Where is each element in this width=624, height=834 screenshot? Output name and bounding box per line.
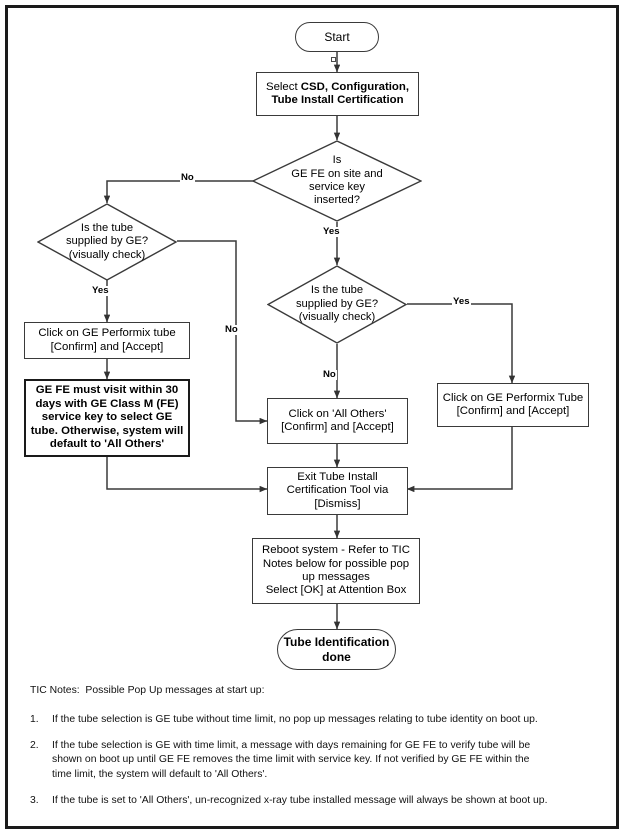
node-ge-fe-warning: GE FE must visit within 30 days with GE …	[24, 379, 190, 457]
decision-fe-line3: service key	[309, 181, 365, 193]
stray-square-marker	[331, 57, 336, 62]
decision-shape	[252, 140, 422, 222]
click-all-others-line1: Click on 'All Others'	[288, 407, 387, 420]
tic-note-body: If the tube selection is GE with time li…	[52, 739, 596, 783]
tic-note-line: time limit, the system will default to '…	[52, 769, 268, 781]
click-performix-left-line1: Click on GE Performix tube	[38, 327, 176, 340]
tic-note-line: shown on boot up until GE FE removes the…	[52, 754, 530, 766]
node-decision-tube-right: Is the tube supplied by GE? (visually ch…	[267, 265, 407, 344]
decision-shape	[37, 203, 177, 281]
tic-note-item: 2. If the tube selection is GE with time…	[30, 739, 596, 783]
tic-note-line: If the tube selection is GE with time li…	[52, 739, 531, 751]
edge-label-right-no: No	[322, 369, 337, 380]
decision-right-line1: Is the tube	[310, 284, 364, 297]
tic-note-item: 1. If the tube selection is GE tube with…	[30, 713, 596, 728]
done-line2: done	[322, 649, 351, 664]
decision-left-line3: (visually check)	[68, 248, 146, 261]
decision-tube-left-text: Is the tube supplied by GE? (visually ch…	[37, 203, 177, 281]
reboot-line4: Select [OK] at Attention Box	[265, 584, 407, 597]
tic-note-line: If the tube selection is GE tube without…	[52, 713, 538, 725]
tic-note-item: 3. If the tube is set to 'All Others', u…	[30, 794, 596, 809]
click-performix-right-line2: [Confirm] and [Accept]	[456, 405, 570, 417]
edge-label-left-no: No	[224, 324, 239, 335]
node-select-csd-line2: Tube Install Certification	[271, 94, 403, 107]
node-click-performix-left: Click on GE Performix tube [Confirm] and…	[24, 322, 190, 359]
decision-left-line1: Is the tube	[80, 221, 134, 234]
node-decision-ge-fe-onsite: Is GE FE on site and service key inserte…	[252, 140, 422, 222]
decision-fe-line2: GE FE on site and	[291, 167, 383, 180]
ge-fe-warning-line2: days with GE Class M (FE)	[35, 397, 179, 410]
click-performix-right-line1: Click on GE Performix Tube	[442, 391, 584, 404]
ge-fe-warning-line5: default to 'All Others'	[49, 438, 165, 451]
node-select-csd-line1: Select CSD, Configuration,	[266, 81, 409, 94]
node-tube-identification-done: Tube Identification done	[277, 629, 396, 670]
node-click-all-others: Click on 'All Others' [Confirm] and [Acc…	[267, 398, 408, 444]
decision-ge-fe-text: Is GE FE on site and service key inserte…	[252, 140, 422, 222]
reboot-line1: Reboot system - Refer to TIC	[262, 544, 410, 557]
tic-note-number: 2.	[30, 739, 39, 751]
edge-label-fe-no: No	[180, 172, 195, 183]
decision-tube-right-text: Is the tube supplied by GE? (visually ch…	[267, 265, 407, 344]
node-start: Start	[295, 22, 379, 52]
exit-tool-line1: Exit Tube Install	[297, 470, 378, 483]
select-csd-pre: Select	[265, 80, 301, 93]
edge-label-fe-yes: Yes	[322, 226, 341, 237]
node-select-csd: Select CSD, Configuration, Tube Install …	[256, 72, 419, 116]
reboot-line2: Notes below for possible pop	[262, 557, 410, 570]
exit-tool-line2: Certification Tool via	[286, 484, 389, 497]
edge-label-right-yes: Yes	[452, 296, 471, 307]
decision-fe-line1: Is	[332, 154, 342, 167]
tic-note-body: If the tube selection is GE tube without…	[52, 713, 596, 728]
tic-note-body: If the tube is set to 'All Others', un-r…	[52, 794, 596, 809]
ge-fe-warning-line3: service key to select GE	[41, 411, 173, 424]
tic-notes-heading: TIC Notes: Possible Pop Up messages at s…	[30, 685, 265, 696]
edge-label-left-yes: Yes	[91, 285, 110, 296]
decision-right-line2: supplied by GE?	[295, 297, 379, 310]
select-csd-bold: CSD	[300, 80, 325, 93]
tic-note-number: 1.	[30, 713, 39, 725]
tic-notes-section: TIC Notes: Possible Pop Up messages at s…	[30, 684, 596, 820]
tic-note-number: 3.	[30, 794, 39, 806]
decision-fe-line4: inserted?	[313, 194, 360, 207]
node-reboot-system: Reboot system - Refer to TIC Notes below…	[252, 538, 420, 604]
decision-right-line3: (visually check)	[298, 311, 376, 324]
node-start-label: Start	[324, 29, 350, 44]
ge-fe-warning-line4: tube. Otherwise, system will	[30, 424, 184, 437]
node-decision-tube-left: Is the tube supplied by GE? (visually ch…	[37, 203, 177, 281]
click-all-others-line2: [Confirm] and [Accept]	[281, 421, 394, 433]
select-csd-post: , Configuration,	[324, 80, 410, 93]
select-csd-line2-bold: Tube Install Certification	[271, 94, 404, 106]
done-line1: Tube Identification	[283, 635, 390, 650]
node-click-performix-right: Click on GE Performix Tube [Confirm] and…	[437, 383, 589, 427]
node-exit-tool: Exit Tube Install Certification Tool via…	[267, 467, 408, 515]
decision-shape	[267, 265, 407, 344]
ge-fe-warning-line1: GE FE must visit within 30	[35, 384, 179, 397]
click-performix-left-line2: [Confirm] and [Accept]	[50, 340, 164, 353]
decision-left-line2: supplied by GE?	[65, 235, 149, 248]
reboot-line3: up messages	[302, 571, 370, 583]
tic-note-line: If the tube is set to 'All Others', un-r…	[52, 794, 548, 806]
exit-tool-line3: [Dismiss]	[314, 497, 361, 510]
